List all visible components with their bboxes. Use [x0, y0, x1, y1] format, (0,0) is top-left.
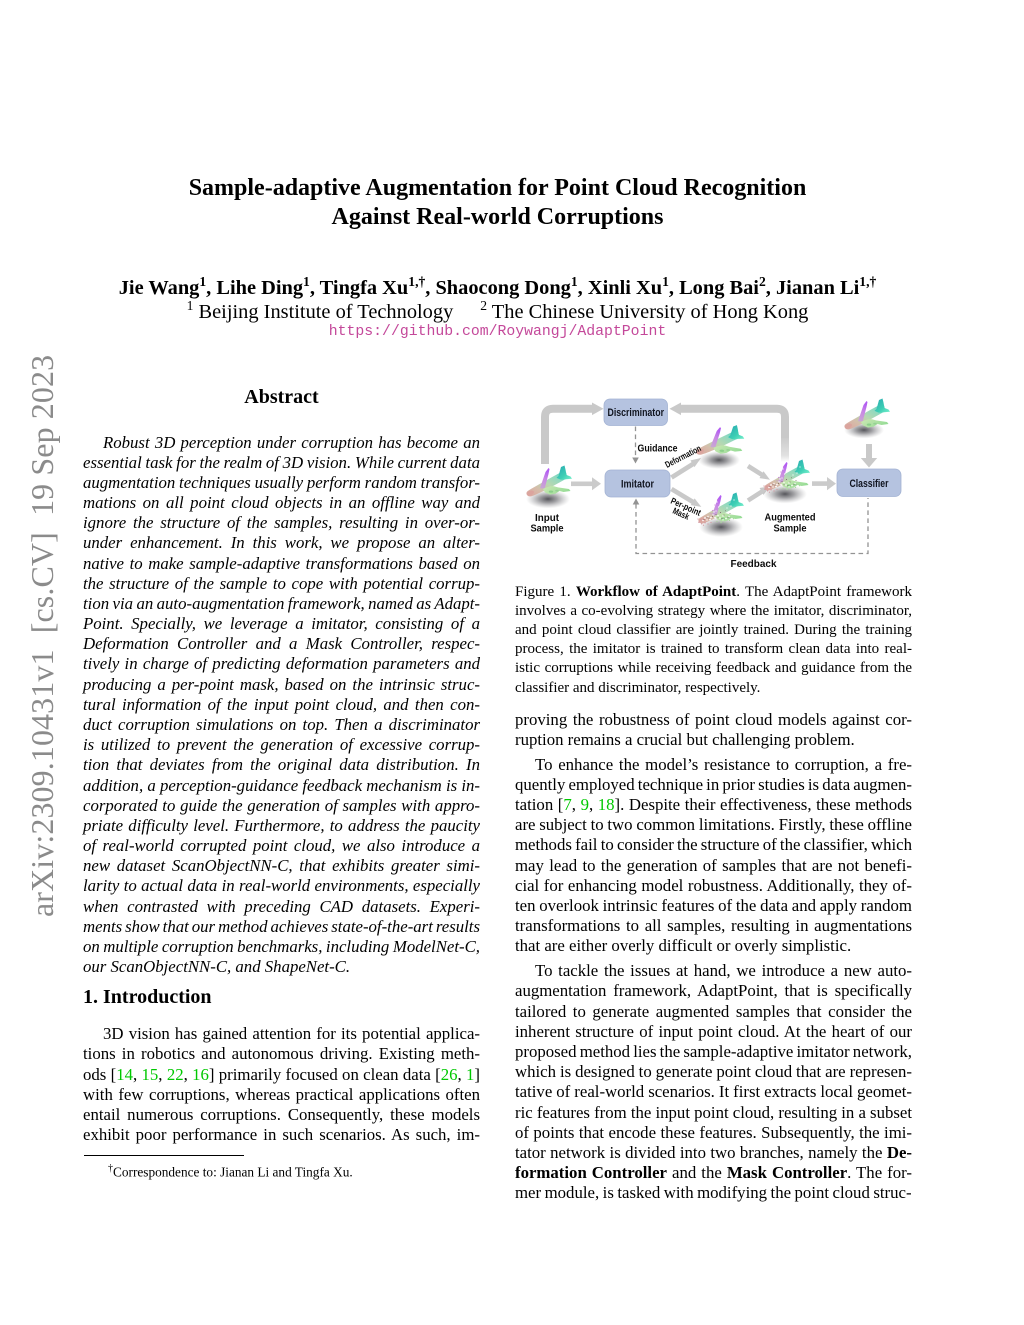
svg-text:Sample: Sample — [531, 523, 564, 535]
svg-text:Guidance: Guidance — [638, 443, 678, 455]
svg-text:Imitator: Imitator — [621, 478, 655, 490]
svg-text:Classifier: Classifier — [850, 478, 890, 490]
svg-text:Input: Input — [535, 512, 559, 524]
svg-text:Discriminator: Discriminator — [608, 407, 665, 419]
svg-text:Sample: Sample — [774, 523, 807, 535]
svg-text:Feedback: Feedback — [731, 558, 777, 570]
svg-text:Augmented: Augmented — [765, 512, 816, 524]
